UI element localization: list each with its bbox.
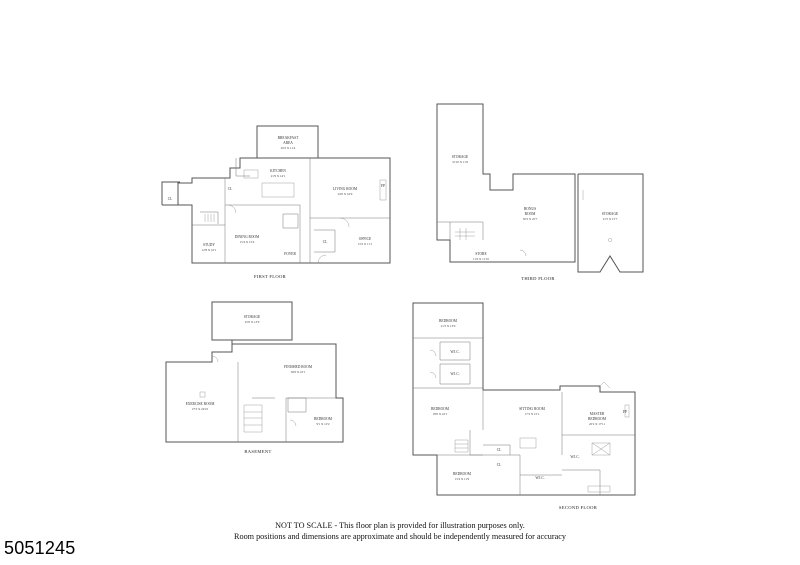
- kitchen-dims: 21'9 X 14'1: [271, 174, 286, 178]
- second-floor-label: SECOND FLOOR: [559, 505, 598, 510]
- third-storage-right-label: STORAGE: [602, 212, 619, 216]
- third-storage-left-label: STORAGE: [452, 155, 469, 159]
- breakfast-area-label-2: AREA: [283, 141, 293, 145]
- master-bedroom-label: MASTER: [590, 412, 605, 416]
- third-storage-left-dims: 31'10 X 11'6: [452, 160, 468, 164]
- bonus-room-label-2: ROOM: [525, 212, 537, 216]
- study-label: STUDY: [203, 243, 215, 247]
- breakfast-area-dims: 20'2 X 11'4: [281, 146, 296, 150]
- finished-room-label: FINISHED ROOM: [284, 365, 313, 369]
- third-floor-label: THIRD FLOOR: [521, 276, 555, 281]
- second-bedroom-left-label: BEDROOM: [431, 407, 450, 411]
- basement-plan: STORAGE 25'0 X 13'0 FINISHED ROOM 39'6 X…: [165, 301, 344, 454]
- bonus-room-label: BONUS: [524, 207, 536, 211]
- dining-room-dims: 15'4 X 15'4: [240, 240, 255, 244]
- listing-id: 5051245: [4, 538, 76, 558]
- kitchen-label: KITCHEN: [270, 169, 286, 173]
- basement-storage-label: STORAGE: [244, 315, 261, 319]
- dining-room-label: DINING ROOM: [235, 235, 260, 239]
- second-bedroom-top-dims: 21'2 X 13'9: [441, 324, 456, 328]
- foyer-label: FOYER: [284, 252, 296, 256]
- store-dims: 11'6 X 11'10: [473, 257, 489, 261]
- second-closet-1: CL: [497, 448, 502, 452]
- finished-room-dims: 39'6 X 16'1: [291, 370, 306, 374]
- disclaimer-line-1: NOT TO SCALE - This floor plan is provid…: [275, 521, 525, 530]
- basement-bedroom-dims: 9'1 X 12'2: [316, 422, 329, 426]
- office-label: OFFICE: [359, 237, 372, 241]
- basement-label: BASEMENT: [244, 449, 271, 454]
- exercise-room-label: EXERCISE ROOM: [186, 402, 216, 406]
- first-floor-label: FIRST FLOOR: [254, 274, 287, 279]
- basement-storage-dims: 25'0 X 13'0: [245, 320, 260, 324]
- third-storage-right-dims: 21'5 X 15'7: [603, 217, 618, 221]
- second-closet-2: CL: [497, 463, 502, 467]
- first-floor-closet-1: CL: [168, 197, 173, 201]
- wic-mid-label: W.I.C.: [450, 372, 459, 376]
- breakfast-area-label: BREAKFAST: [278, 136, 300, 140]
- second-bedroom-bottom-dims: 15'4 X 11'9: [455, 477, 470, 481]
- first-floor-closet-2: CL: [228, 187, 233, 191]
- second-bedroom-bottom-label: BEDROOM: [453, 472, 472, 476]
- living-fp-label: FP: [381, 184, 385, 188]
- second-floor-fp-label: FP: [623, 410, 627, 414]
- basement-bedroom-label: BEDROOM: [314, 417, 333, 421]
- third-floor-plan: STORAGE 31'10 X 11'6 BONUS ROOM 30'2 X 2…: [436, 103, 644, 281]
- master-bedroom-dims: 22'2 X 17'11: [589, 422, 605, 426]
- sitting-room-label: SITTING ROOM: [519, 407, 545, 411]
- master-bedroom-label-2: BEDROOM: [588, 417, 607, 421]
- disclaimer-line-2: Room positions and dimensions are approx…: [234, 532, 566, 541]
- sitting-room-dims: 17'2 X 15'1: [525, 412, 540, 416]
- store-label: STORE: [475, 252, 487, 256]
- second-bedroom-top-label: BEDROOM: [439, 319, 458, 323]
- wic-bottom-label: W.I.C.: [535, 476, 544, 480]
- wic-master-label: W.I.C.: [570, 455, 579, 459]
- second-bedroom-left-dims: 18'0 X 16'1: [433, 412, 448, 416]
- exercise-room-dims: 27'3 X 24'10: [192, 407, 209, 411]
- study-dims: 12'8 X 10'1: [202, 248, 217, 252]
- living-room-dims: 24'0 X 16'9: [338, 192, 353, 196]
- second-floor-plan: BEDROOM 21'2 X 13'9 W.I.C. W.I.C. BEDROO…: [412, 302, 636, 510]
- wic-top-label: W.I.C.: [450, 350, 459, 354]
- living-room-label: LIVING ROOM: [333, 187, 358, 191]
- first-floor-closet-3: CL: [323, 240, 328, 244]
- first-floor-plan: BREAKFAST AREA 20'2 X 11'4 KITCHEN 21'9 …: [161, 125, 391, 279]
- bonus-room-dims: 30'2 X 22'7: [523, 217, 538, 221]
- office-dims: 15'2 X 11'1: [358, 242, 373, 246]
